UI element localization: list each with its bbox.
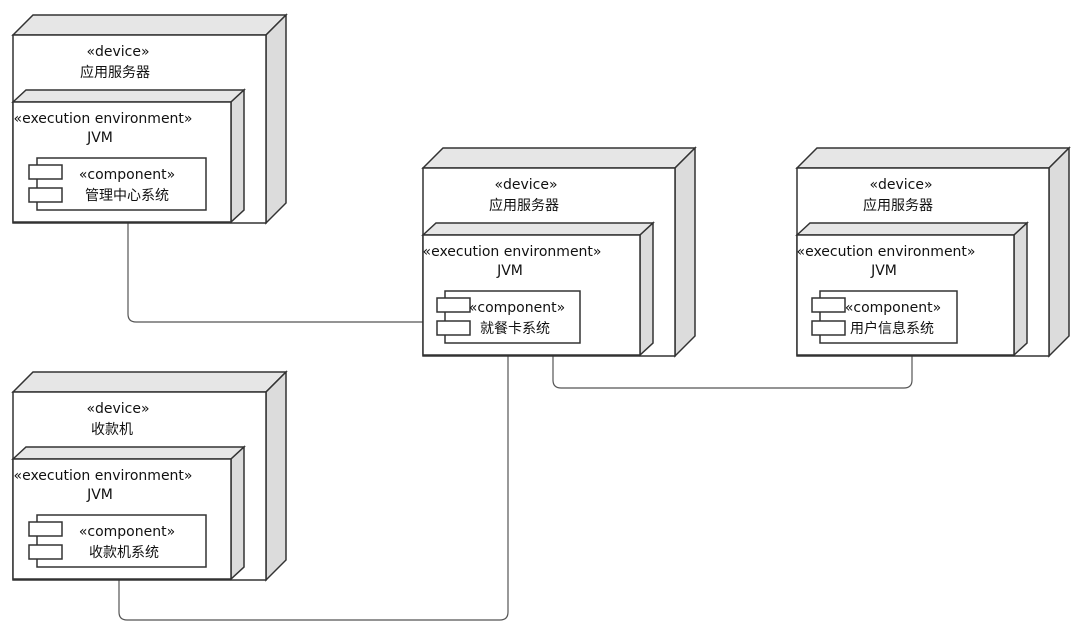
node-user[interactable]: «device» 应用服务器 «execution environment» J… <box>795 146 1071 358</box>
component-icon-tab-bottom <box>436 320 471 336</box>
component-name: 就餐卡系统 <box>480 321 550 337</box>
component-icon-tab-top <box>811 297 846 313</box>
env-name: JVM <box>86 130 113 146</box>
component-box[interactable] <box>811 290 958 344</box>
device-name: 应用服务器 <box>489 197 559 214</box>
env-stereotype: «execution environment» <box>14 468 193 484</box>
device-stereotype: «device» <box>869 177 932 193</box>
component-stereotype: «component» <box>845 300 941 316</box>
connection-cashier-card[interactable] <box>118 356 509 621</box>
device-stereotype: «device» <box>494 177 557 193</box>
component-box[interactable] <box>436 290 581 344</box>
component-icon-tab-bottom <box>28 544 63 560</box>
env-name: JVM <box>86 487 113 503</box>
device-name: 收款机 <box>91 422 133 438</box>
node-mgmt[interactable]: «device» 应用服务器 «execution environment» J… <box>11 13 288 225</box>
env-stereotype: «execution environment» <box>797 244 976 260</box>
component-stereotype: «component» <box>79 167 175 183</box>
component-icon-tab-top <box>436 297 471 313</box>
component-icon-tab-bottom <box>28 187 63 203</box>
component-stereotype: «component» <box>469 300 565 316</box>
env-stereotype: «execution environment» <box>14 111 193 127</box>
component-stereotype: «component» <box>79 524 175 540</box>
component-icon-tab-bottom <box>811 320 846 336</box>
connection-card-user[interactable] <box>552 343 913 389</box>
device-stereotype: «device» <box>86 44 149 60</box>
component-icon-tab-top <box>28 164 63 180</box>
env-stereotype: «execution environment» <box>423 244 602 260</box>
env-name: JVM <box>496 263 523 279</box>
connections <box>118 223 913 621</box>
device-name: 应用服务器 <box>80 64 150 81</box>
component-icon-tab-top <box>28 521 63 537</box>
component-box[interactable] <box>28 157 207 211</box>
node-cashier[interactable]: «device» 收款机 «execution environment» JVM… <box>11 370 288 582</box>
device-name: 应用服务器 <box>863 197 933 214</box>
connection-mgmt-card[interactable] <box>127 223 423 323</box>
component-name: 用户信息系统 <box>850 320 934 337</box>
component-name: 收款机系统 <box>89 545 159 561</box>
node-card[interactable]: «device» 应用服务器 «execution environment» J… <box>421 146 697 358</box>
component-name: 管理中心系统 <box>85 188 169 204</box>
component-box[interactable] <box>28 514 207 568</box>
device-stereotype: «device» <box>86 401 149 417</box>
env-name: JVM <box>870 263 897 279</box>
